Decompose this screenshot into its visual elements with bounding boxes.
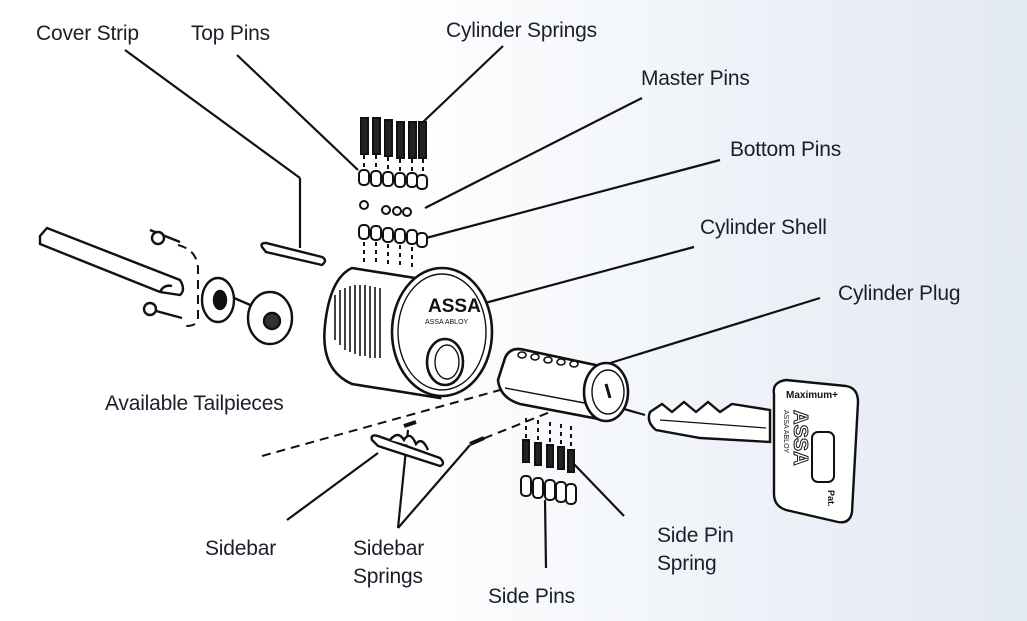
label-cylinder-shell: Cylinder Shell (700, 216, 827, 239)
cover-strip-icon (260, 241, 327, 267)
label-sidebar-springs: Sidebar Springs (353, 537, 424, 588)
key-patent: Pat. (826, 490, 836, 507)
label-bottom-pins: Bottom Pins (730, 138, 842, 161)
leader-side-pin-spring (571, 461, 625, 517)
label-top-pins: Top Pins (191, 22, 270, 45)
tailpieces-icon (38, 226, 294, 346)
sidebar-springs-icon (403, 420, 485, 446)
leader-cylinder-shell (484, 245, 695, 305)
leader-lines (124, 45, 821, 569)
sidebar-icon (370, 433, 445, 468)
leader-side-pins (543, 499, 548, 569)
label-master-pins: Master Pins (641, 67, 750, 90)
key-logo: ASSA (789, 410, 811, 466)
leader-cover-strip (124, 49, 301, 179)
pin-stacks-icon (358, 117, 428, 270)
key-sublogo: ASSA ABLOY (782, 410, 789, 454)
assembly-dashes (177, 244, 566, 457)
label-cylinder-springs: Cylinder Springs (446, 19, 597, 42)
shell-logo: ASSA (428, 296, 481, 317)
leader-top-pins (236, 54, 359, 171)
label-sidebar: Sidebar (205, 537, 276, 560)
key-icon (647, 378, 860, 524)
cylinder-plug-icon (496, 347, 630, 423)
cylinder-shell-icon (323, 266, 494, 400)
label-available-tailpieces: Available Tailpieces (105, 392, 284, 415)
label-side-pin-spring: Side Pin Spring (657, 524, 734, 575)
leader-cylinder-plug (606, 296, 821, 366)
shell-sublogo: ASSA ABLOY (425, 319, 469, 326)
label-cylinder-plug: Cylinder Plug (838, 282, 961, 305)
leader-sidebar (286, 452, 379, 521)
label-side-pins: Side Pins (488, 585, 575, 608)
label-cover-strip: Cover Strip (36, 22, 139, 45)
leader-master-pins (424, 97, 643, 209)
key-model: Maximum+ (786, 390, 838, 401)
leader-cylinder-springs (422, 45, 504, 123)
leader-bottom-pins (425, 158, 721, 240)
leader-sidebar-springs-b (397, 444, 471, 529)
side-pins-icon (520, 418, 577, 505)
